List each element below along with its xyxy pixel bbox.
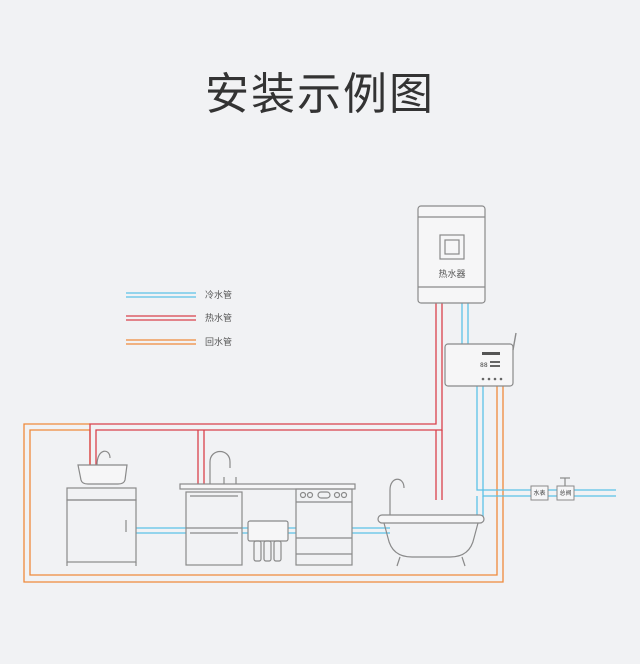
valve-label: 总阀	[559, 489, 571, 497]
water-purifier-icon	[247, 520, 289, 562]
dishwasher-icon	[295, 488, 353, 566]
legend-label-cold: 冷水管	[205, 289, 232, 301]
bathtub-icon	[377, 478, 485, 567]
sink-icon	[179, 450, 356, 566]
water-meter-icon: 水表	[530, 485, 549, 501]
heater-label: 热水器	[438, 268, 465, 280]
legend-label-hot: 热水管	[205, 312, 232, 324]
hot-pipe	[89, 303, 443, 500]
valve-icon: 总阀	[556, 477, 575, 501]
basin-icon	[66, 450, 137, 566]
legend-return: 回水管	[126, 336, 232, 348]
page-title: 安装示例图	[205, 69, 435, 120]
legend: 冷水管 热水管 回水管	[126, 289, 232, 348]
meter-label: 水表	[533, 489, 545, 497]
legend-hot: 热水管	[126, 312, 232, 324]
pump-display: 88	[480, 362, 488, 369]
water-heater-icon	[417, 205, 486, 304]
circulation-pump-icon: 88	[444, 332, 517, 387]
legend-label-return: 回水管	[205, 336, 232, 348]
legend-cold: 冷水管	[126, 289, 232, 301]
